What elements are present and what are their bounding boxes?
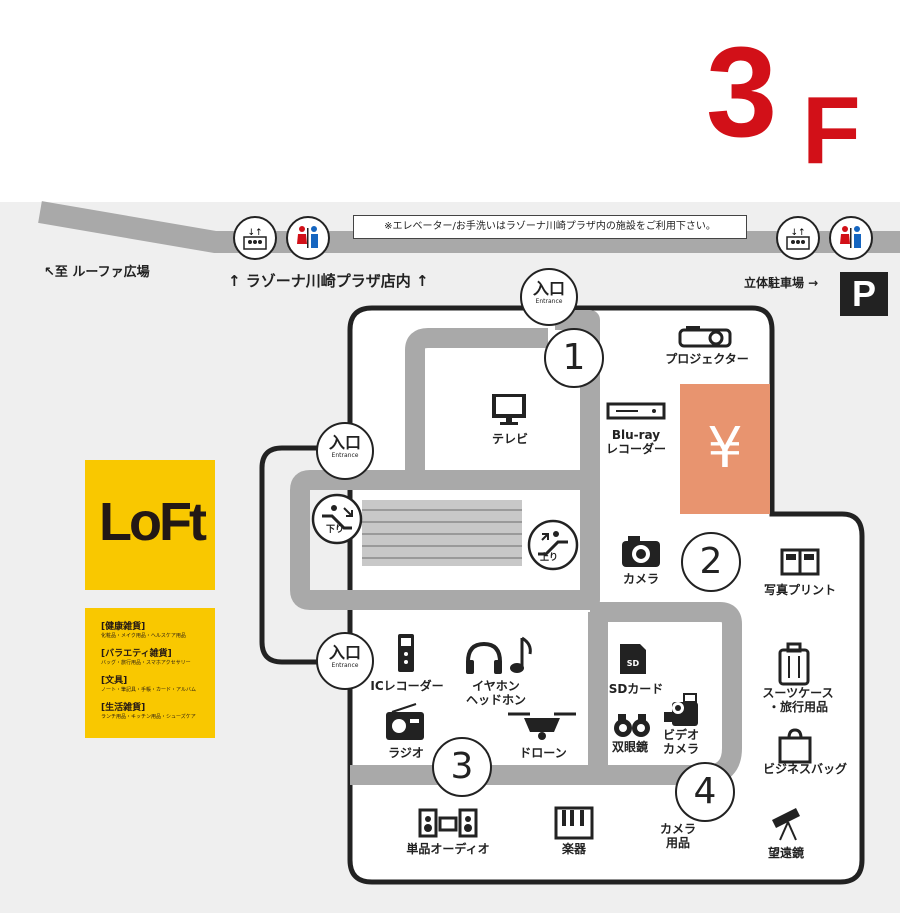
- label-earphone-2: ヘッドホン: [465, 693, 526, 707]
- loft-logo-box: LoFt: [85, 460, 215, 590]
- business-bag-icon: [778, 728, 812, 764]
- label-earphone-1: イヤホン: [472, 679, 520, 693]
- radio-icon: [386, 703, 424, 740]
- direction-plaza: ↑ ラゾーナ川崎プラザ店内 ↑: [228, 272, 429, 290]
- restroom-icon: [829, 216, 873, 260]
- zone-2: 2: [681, 532, 741, 592]
- elevator-icon: ↓↑: [776, 216, 820, 260]
- label-video-2: カメラ: [662, 742, 699, 756]
- loft-category-box: [健康雑貨] 化粧品・メイク用品・ヘルスケア用品 [バラエティ雑貨] バッグ・旅…: [85, 608, 215, 738]
- floor-unit: F: [802, 77, 861, 184]
- label-bluray-2: レコーダー: [605, 442, 666, 456]
- label-camera: カメラ: [622, 572, 659, 586]
- facility-notice: ※エレベーター/お手洗いはラゾーナ川崎プラザ内の施設をご利用下さい。: [353, 215, 747, 239]
- escalator-stripes: [362, 509, 522, 559]
- zone-1: 1: [544, 328, 604, 388]
- outer-road: [38, 201, 900, 253]
- video-camera-icon: [664, 693, 698, 726]
- label-photo-print: 写真プリント: [763, 583, 836, 597]
- parking-sign: P: [840, 272, 888, 316]
- escalator-down-icon: [311, 493, 363, 545]
- telescope-icon: [772, 808, 800, 841]
- label-instrument: 楽器: [561, 842, 586, 856]
- photo-print-icon: [780, 548, 820, 576]
- zone-4: 4: [675, 762, 735, 822]
- escalator-up-label: 上り: [540, 553, 559, 563]
- bluray-recorder-icon: [606, 402, 666, 420]
- category-living: [生活雑貨] ランチ用品・キッチン用品・シューズケア: [101, 703, 196, 720]
- binoculars-icon: [614, 714, 650, 737]
- projector-icon: [678, 326, 732, 348]
- label-radio: ラジオ: [388, 746, 424, 760]
- ic-recorder-icon: [398, 634, 414, 672]
- loft-logo: LoFt: [99, 492, 207, 552]
- headphones-icon: [466, 641, 502, 674]
- drone-icon: [508, 712, 576, 740]
- category-health: [健康雑貨] 化粧品・メイク用品・ヘルスケア用品: [101, 622, 186, 639]
- direction-roofa: ↖至 ルーファ広場: [44, 265, 150, 280]
- suitcase-icon: [778, 642, 810, 686]
- floor-digit: 3: [706, 21, 777, 164]
- svg-text:SD: SD: [627, 659, 640, 668]
- cashier-yen-block: ¥: [680, 384, 770, 514]
- category-stationery: [文具] ノート・筆記具・手帳・カード・アルバム: [101, 676, 196, 693]
- label-drone: ドローン: [519, 746, 567, 760]
- floor-number: 3 F: [706, 28, 896, 185]
- svg-text:↓↑: ↓↑: [790, 228, 805, 238]
- restroom-icon: [286, 216, 330, 260]
- elevator-icon: ↓↑: [233, 216, 277, 260]
- label-binoculars: 双眼鏡: [611, 740, 648, 754]
- music-note-icon: [510, 636, 532, 673]
- camera-icon: [622, 536, 660, 567]
- tv-icon: [492, 394, 526, 425]
- annex-outline: [259, 445, 350, 665]
- label-audio: 単品オーディオ: [406, 842, 490, 856]
- label-camera-goods-1: カメラ: [659, 822, 696, 836]
- label-projector: プロジェクター: [665, 352, 749, 366]
- escalator-down-label: 下り: [326, 525, 345, 535]
- svg-text:↓↑: ↓↑: [247, 228, 262, 238]
- zone-3: 3: [432, 737, 492, 797]
- label-sd-card: SDカード: [608, 682, 664, 696]
- piano-icon: [554, 806, 594, 840]
- label-camera-goods-2: 用品: [665, 836, 690, 850]
- audio-icon: [418, 808, 478, 838]
- sd-card-icon: SD: [620, 644, 646, 674]
- label-tv: テレビ: [491, 432, 528, 446]
- label-video-1: ビデオ: [662, 728, 699, 742]
- label-bluray-1: Blu-ray: [611, 428, 661, 442]
- label-suitcase-1: スーツケース: [762, 686, 834, 700]
- label-suitcase-2: ・旅行用品: [767, 700, 828, 714]
- category-variety: [バラエティ雑貨] バッグ・旅行用品・スマホアクセサリー: [101, 649, 191, 666]
- label-ic-recorder: ICレコーダー: [370, 679, 444, 693]
- direction-parking: 立体駐車場 →: [744, 276, 819, 290]
- escalator-up-icon: [527, 519, 579, 571]
- label-telescope: 望遠鏡: [767, 846, 804, 860]
- label-business-bag: ビジネスバッグ: [762, 762, 847, 776]
